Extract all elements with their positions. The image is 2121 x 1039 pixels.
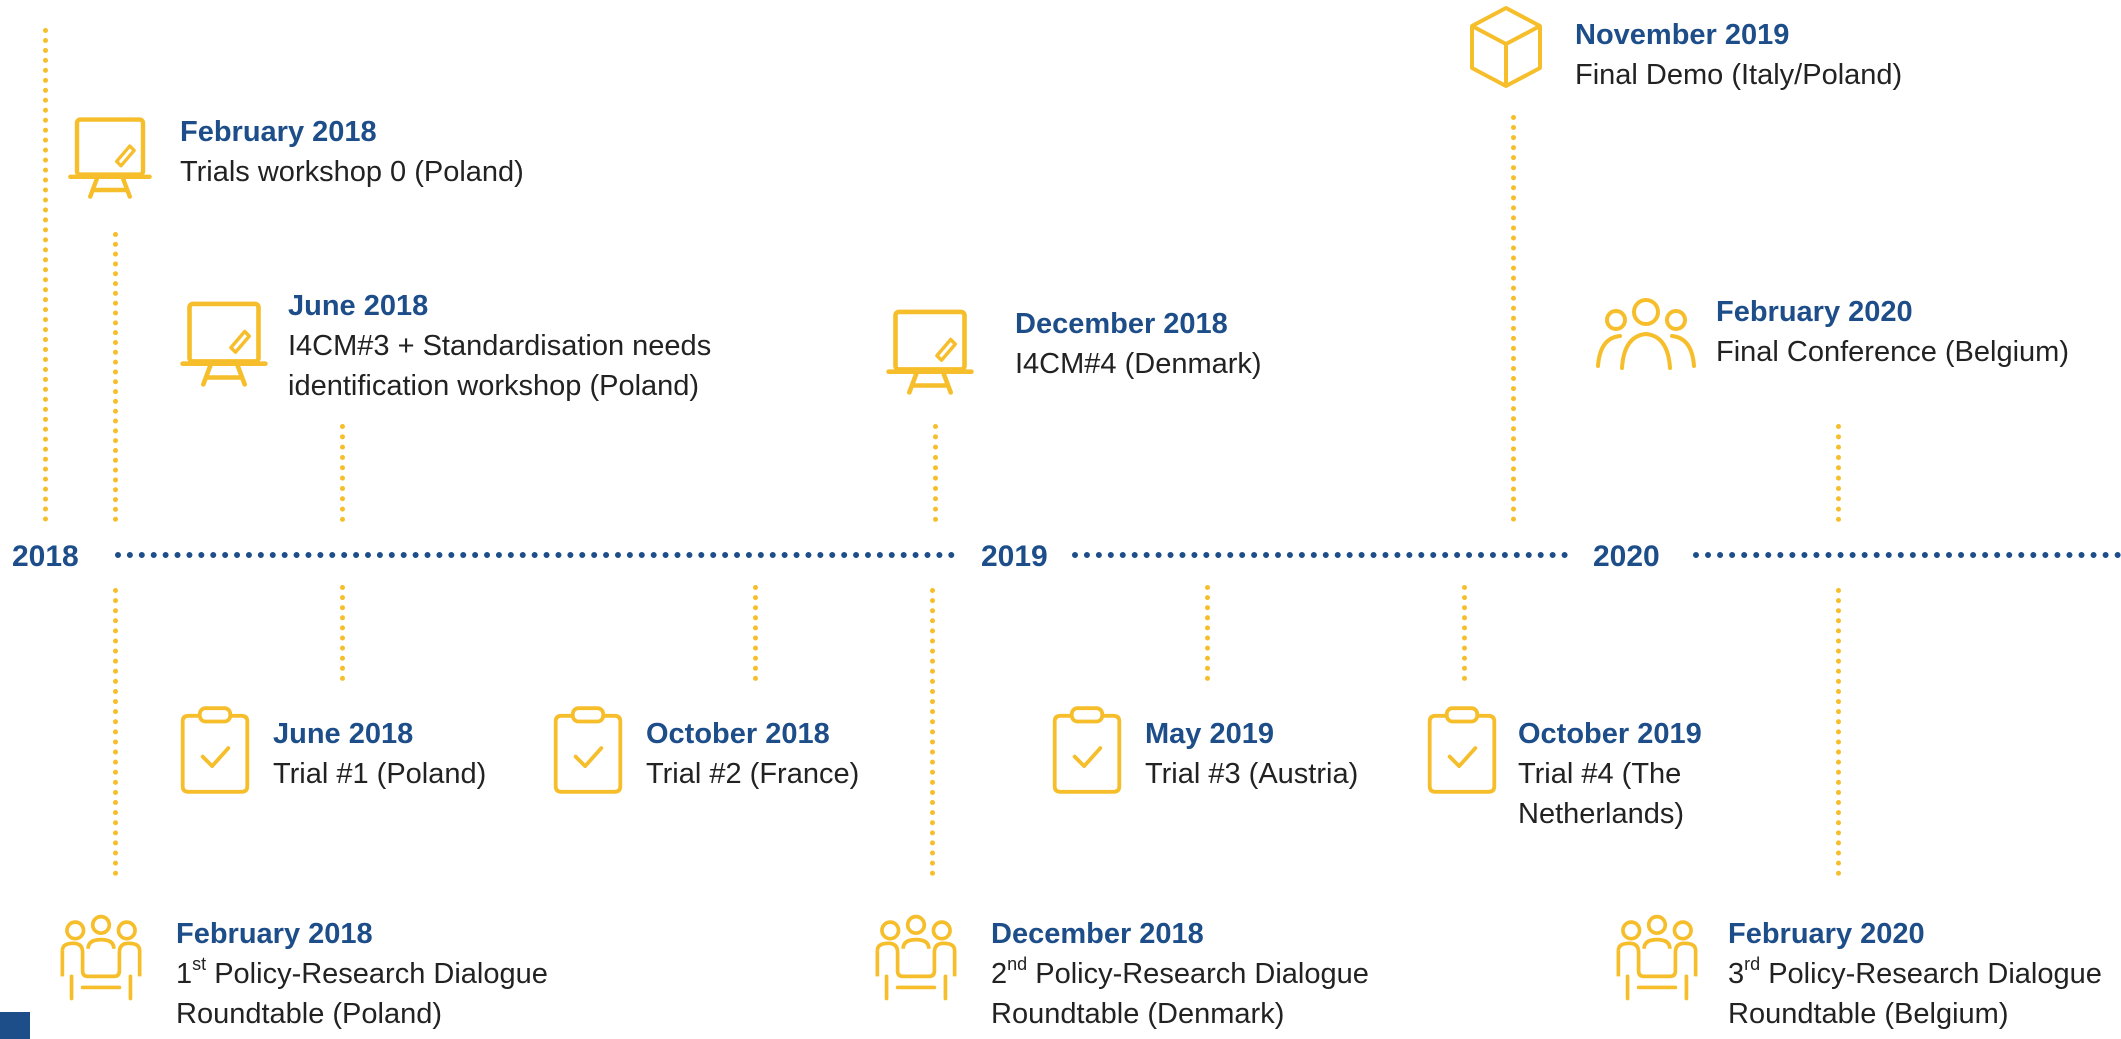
connector-trial4 bbox=[1462, 585, 1467, 681]
ordinal-number: 1 bbox=[176, 958, 193, 990]
event-title-line2: Roundtable (Denmark) bbox=[991, 998, 1285, 1030]
timeline-segment-2019 bbox=[1072, 552, 1568, 558]
clipboard-check-icon bbox=[1424, 704, 1500, 796]
event-title: Final Demo (Italy/Poland) bbox=[1575, 59, 1903, 91]
event-date: February 2020 bbox=[1716, 296, 1913, 328]
connector-prd2 bbox=[930, 588, 935, 876]
clipboard-check-icon bbox=[550, 704, 626, 796]
event-title-line1: I4CM#3 + Standardisation needs bbox=[288, 330, 712, 362]
easel-icon bbox=[178, 292, 270, 394]
event-title: Trial #2 (France) bbox=[646, 758, 860, 790]
event-title-line2: Roundtable (Belgium) bbox=[1728, 998, 2009, 1030]
event-title-rest: Policy-Research Dialogue bbox=[1027, 958, 1369, 990]
event-date: October 2018 bbox=[646, 718, 830, 750]
connector-left-edge bbox=[43, 28, 48, 522]
connector-final-conf bbox=[1836, 424, 1841, 522]
event-trial-3: May 2019 Trial #3 (Austria) bbox=[1145, 714, 1358, 794]
event-date: December 2018 bbox=[991, 918, 1204, 950]
ordinal-suffix: st bbox=[192, 954, 207, 975]
event-title-line1: 2nd Policy-Research Dialogue bbox=[991, 954, 1369, 994]
year-label-2018: 2018 bbox=[12, 540, 79, 573]
ordinal-suffix: rd bbox=[1744, 954, 1761, 975]
event-date: May 2019 bbox=[1145, 718, 1274, 750]
connector-trials-ws0 bbox=[113, 232, 118, 522]
corner-marker bbox=[0, 1012, 30, 1039]
event-date: November 2019 bbox=[1575, 19, 1790, 51]
cube-icon bbox=[1466, 4, 1546, 90]
easel-icon bbox=[66, 108, 154, 206]
roundtable-icon bbox=[870, 912, 962, 1004]
event-date: February 2018 bbox=[176, 918, 373, 950]
clipboard-check-icon bbox=[177, 704, 253, 796]
ordinal-suffix: nd bbox=[1007, 954, 1028, 975]
event-trials-workshop-0: February 2018 Trials workshop 0 (Poland) bbox=[180, 112, 524, 192]
event-title-line2: identification workshop (Poland) bbox=[288, 370, 700, 402]
event-title-line1: 1st Policy-Research Dialogue bbox=[176, 954, 548, 994]
event-prd-roundtable-1: February 2018 1st Policy-Research Dialog… bbox=[176, 914, 548, 1034]
event-title-rest: Policy-Research Dialogue bbox=[206, 958, 548, 990]
event-i4cm4: December 2018 I4CM#4 (Denmark) bbox=[1015, 304, 1262, 384]
ordinal-number: 2 bbox=[991, 958, 1008, 990]
connector-i4cm3 bbox=[340, 424, 345, 522]
event-final-conference: February 2020 Final Conference (Belgium) bbox=[1716, 292, 2069, 372]
timeline-segment-2020 bbox=[1693, 552, 2121, 558]
connector-final-demo bbox=[1511, 115, 1516, 522]
roundtable-icon bbox=[55, 912, 147, 1004]
event-title: Trials workshop 0 (Poland) bbox=[180, 156, 524, 188]
event-date: February 2018 bbox=[180, 116, 377, 148]
timeline-segment-2018 bbox=[115, 552, 955, 558]
event-final-demo: November 2019 Final Demo (Italy/Poland) bbox=[1575, 15, 1902, 95]
event-title-line2: Roundtable (Poland) bbox=[176, 998, 443, 1030]
event-title-line2: Netherlands) bbox=[1518, 798, 1685, 830]
connector-trial1 bbox=[340, 585, 345, 681]
event-title-line1: Trial #4 (The bbox=[1518, 758, 1682, 790]
connector-i4cm4 bbox=[933, 424, 938, 522]
roundtable-icon bbox=[1611, 912, 1703, 1004]
event-title: Final Conference (Belgium) bbox=[1716, 336, 2069, 368]
event-date: October 2019 bbox=[1518, 718, 1702, 750]
connector-prd1 bbox=[113, 588, 118, 876]
event-title: Trial #1 (Poland) bbox=[273, 758, 487, 790]
clipboard-check-icon bbox=[1049, 704, 1125, 796]
event-prd-roundtable-2: December 2018 2nd Policy-Research Dialog… bbox=[991, 914, 1369, 1034]
event-date: June 2018 bbox=[273, 718, 414, 750]
event-title-rest: Policy-Research Dialogue bbox=[1760, 958, 2102, 990]
event-prd-roundtable-3: February 2020 3rd Policy-Research Dialog… bbox=[1728, 914, 2102, 1034]
event-trial-4: October 2019 Trial #4 (The Netherlands) bbox=[1518, 714, 1702, 834]
ordinal-number: 3 bbox=[1728, 958, 1745, 990]
event-title: Trial #3 (Austria) bbox=[1145, 758, 1359, 790]
connector-trial3 bbox=[1205, 585, 1210, 681]
easel-icon bbox=[884, 300, 976, 402]
event-date: December 2018 bbox=[1015, 308, 1228, 340]
event-date: June 2018 bbox=[288, 290, 429, 322]
event-i4cm3: June 2018 I4CM#3 + Standardisation needs… bbox=[288, 286, 711, 406]
event-date: February 2020 bbox=[1728, 918, 1925, 950]
connector-trial2 bbox=[753, 585, 758, 681]
event-trial-1: June 2018 Trial #1 (Poland) bbox=[273, 714, 486, 794]
year-label-2019: 2019 bbox=[981, 540, 1048, 573]
people-group-icon bbox=[1596, 296, 1696, 370]
event-title: I4CM#4 (Denmark) bbox=[1015, 348, 1262, 380]
year-label-2020: 2020 bbox=[1593, 540, 1660, 573]
event-trial-2: October 2018 Trial #2 (France) bbox=[646, 714, 859, 794]
connector-prd3 bbox=[1836, 588, 1841, 876]
event-title-line1: 3rd Policy-Research Dialogue bbox=[1728, 954, 2102, 994]
